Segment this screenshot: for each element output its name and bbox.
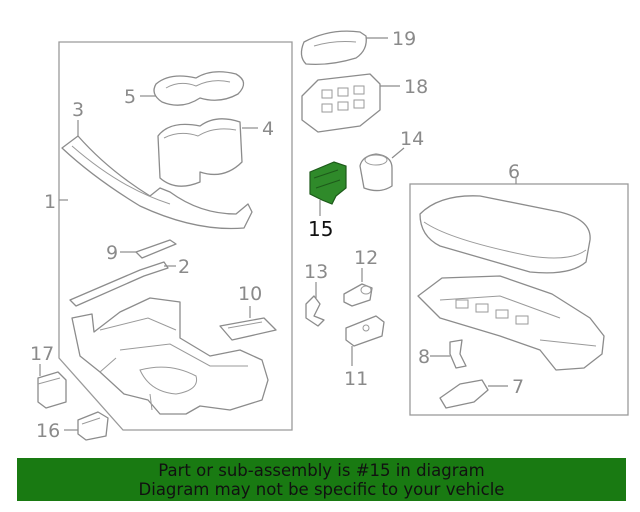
callout-13: 13: [304, 261, 328, 283]
part-7-clip[interactable]: [439, 379, 489, 409]
callout-3: 3: [72, 99, 84, 121]
part-12-sensor[interactable]: [343, 283, 373, 307]
part-3-trim-strip[interactable]: [61, 135, 253, 230]
part-1-console-base[interactable]: [71, 297, 269, 415]
callout-10: 10: [238, 283, 262, 305]
part-5-cupholder-mat[interactable]: [153, 71, 245, 106]
armrest-group-frame: [409, 183, 629, 416]
callout-17: 17: [30, 343, 54, 365]
callout-4: 4: [262, 118, 274, 140]
callout-1: 1: [44, 191, 56, 213]
callout-16: 16: [36, 420, 60, 442]
notice-line-2: Diagram may not be specific to your vehi…: [138, 480, 505, 499]
callout-11: 11: [344, 368, 368, 390]
part-6-armrest-lid[interactable]: [419, 195, 591, 274]
callout-5: 5: [124, 86, 136, 108]
callout-14: 14: [400, 128, 424, 150]
part-4-cupholder[interactable]: [157, 118, 243, 187]
console-group-frame: [58, 41, 293, 431]
part-14-knob[interactable]: [359, 153, 393, 192]
part-19-cover[interactable]: [300, 30, 367, 66]
callout-9: 9: [106, 242, 118, 264]
part-8-screw[interactable]: [449, 339, 467, 369]
part-18-switch-bezel[interactable]: [301, 73, 381, 133]
part-6-armrest-base[interactable]: [417, 275, 605, 371]
leader-lines: [39, 37, 517, 431]
callout-7: 7: [512, 376, 524, 398]
callout-6: 6: [508, 161, 520, 183]
part-16-module[interactable]: [77, 411, 109, 441]
part-17-module[interactable]: [37, 371, 67, 409]
part-15-switch-bracket[interactable]: [309, 161, 347, 205]
part-2-seal[interactable]: [69, 261, 169, 307]
notice-line-1: Part or sub-assembly is #15 in diagram: [158, 461, 485, 480]
part-10-tray[interactable]: [219, 317, 277, 341]
part-13-clip[interactable]: [305, 295, 325, 327]
diagram-notice-banner: Part or sub-assembly is #15 in diagram D…: [17, 458, 626, 501]
callout-15: 15: [308, 217, 333, 241]
callout-2: 2: [178, 256, 190, 278]
callout-19: 19: [392, 28, 416, 50]
callout-8: 8: [418, 346, 430, 368]
part-9-clip[interactable]: [135, 239, 177, 259]
callout-18: 18: [404, 76, 428, 98]
part-11-bracket[interactable]: [345, 315, 385, 347]
callout-12: 12: [354, 247, 378, 269]
